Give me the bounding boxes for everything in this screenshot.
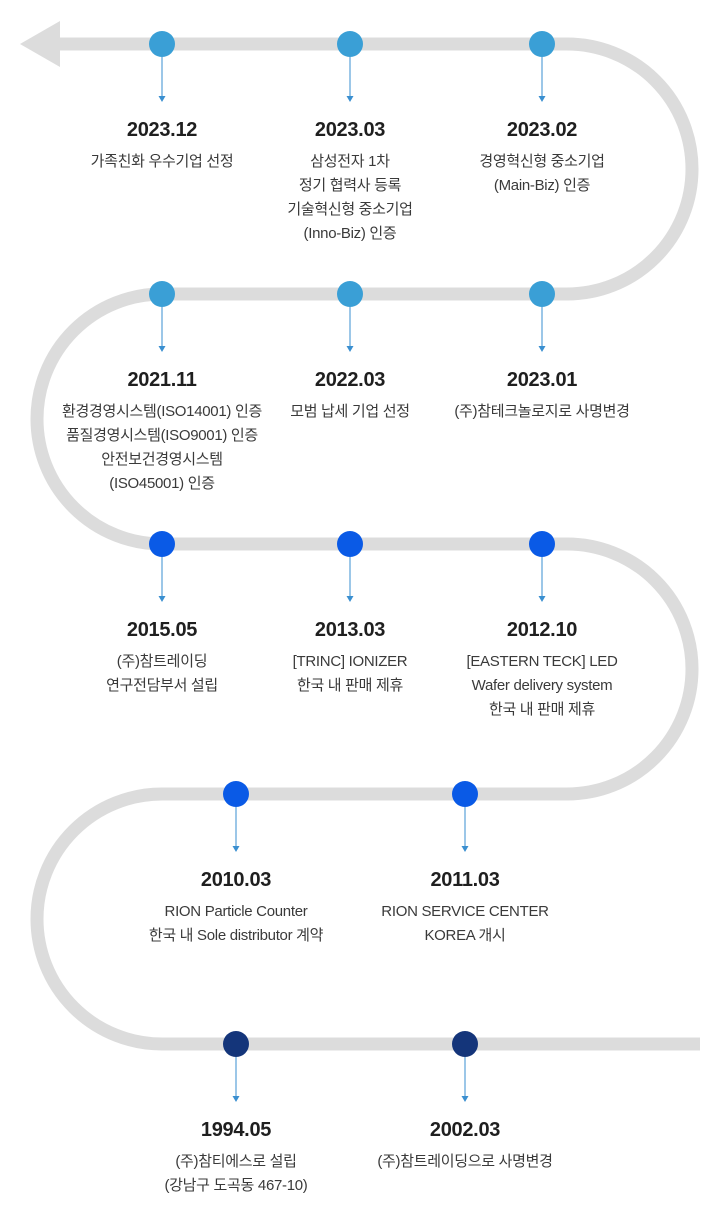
timeline-dot <box>337 531 363 557</box>
event-date: 2023.12 <box>126 119 198 141</box>
arrow-down-icon <box>461 1096 469 1102</box>
event-line: RION Particle Counter <box>164 903 308 920</box>
event-date: 1994.05 <box>200 1119 272 1141</box>
arrow-down-icon <box>346 346 354 352</box>
event-date: 2013.03 <box>314 619 386 641</box>
event-line: (주)참트레이딩으로 사명변경 <box>377 1153 553 1170</box>
event-description: 가족친화 우수기업 선정 <box>42 150 282 174</box>
timeline-event: 1994.05 (주)참티에스로 설립 (강남구 도곡동 467-10) <box>116 1118 356 1198</box>
event-line: [EASTERN TECK] LED <box>466 653 618 670</box>
event-line: 한국 내 판매 제휴 <box>296 677 404 694</box>
timeline-dot <box>223 1031 249 1057</box>
timeline-dot <box>452 781 478 807</box>
arrow-down-icon <box>232 846 240 852</box>
arrow-down-icon <box>538 596 546 602</box>
event-description: (주)참티에스로 설립 (강남구 도곡동 467-10) <box>116 1150 356 1198</box>
event-date: 2023.03 <box>314 119 386 141</box>
event-description: [EASTERN TECK] LED Wafer delivery system 한… <box>422 650 662 722</box>
event-description: 모범 납세 기업 선정 <box>230 400 470 424</box>
track-path <box>30 37 700 1051</box>
event-line: RION SERVICE CENTER <box>381 903 549 920</box>
arrow-down-icon <box>538 346 546 352</box>
event-date: 2015.05 <box>126 619 198 641</box>
event-description: [TRINC] IONIZER 한국 내 판매 제휴 <box>230 650 470 698</box>
timeline-event: 2012.10 [EASTERN TECK] LED Wafer delivery … <box>422 618 662 722</box>
timeline-dot <box>149 531 175 557</box>
event-line: 품질경영시스템(ISO9001) 인증 <box>66 427 258 444</box>
arrow-down-icon <box>538 96 546 102</box>
timeline-event: 2022.03 모범 납세 기업 선정 <box>230 368 470 424</box>
event-date: 2022.03 <box>314 369 386 391</box>
event-line: 한국 내 Sole distributor 계약 <box>148 927 324 944</box>
arrow-left-icon <box>20 21 60 67</box>
timeline-dot <box>149 31 175 57</box>
arrow-down-icon <box>232 1096 240 1102</box>
timeline-dot <box>529 281 555 307</box>
event-description: (주)참트레이딩으로 사명변경 <box>345 1150 585 1174</box>
event-date: 2023.02 <box>506 119 578 141</box>
event-date: 2011.03 <box>430 869 500 891</box>
event-line: (ISO45001) 인증 <box>109 475 215 492</box>
timeline-dot <box>529 531 555 557</box>
event-line: (Main-Biz) 인증 <box>493 177 591 194</box>
timeline-dot <box>452 1031 478 1057</box>
event-line: 연구전담부서 설립 <box>106 677 218 694</box>
event-date: 2002.03 <box>429 1119 501 1141</box>
event-line: (강남구 도곡동 467-10) <box>164 1177 308 1194</box>
arrow-down-icon <box>158 596 166 602</box>
event-line: 정기 협력사 등록 <box>298 177 402 194</box>
event-description: (주)참테크놀로지로 사명변경 <box>422 400 662 424</box>
timeline-dot <box>223 781 249 807</box>
event-description: RION Particle Counter 한국 내 Sole distribut… <box>116 900 356 948</box>
timeline-event: 2002.03 (주)참트레이딩으로 사명변경 <box>345 1118 585 1174</box>
timeline-markers <box>149 31 555 1102</box>
timeline-dot <box>337 31 363 57</box>
event-line: KOREA 개시 <box>424 927 506 944</box>
arrow-down-icon <box>158 96 166 102</box>
event-description: RION SERVICE CENTER KOREA 개시 <box>345 900 585 948</box>
arrow-down-icon <box>346 596 354 602</box>
event-description: 경영혁신형 중소기업 (Main-Biz) 인증 <box>422 150 662 198</box>
event-line: [TRINC] IONIZER <box>292 653 408 670</box>
event-date: 2010.03 <box>200 869 272 891</box>
event-date: 2012.10 <box>506 619 578 641</box>
timeline-event: 2023.01 (주)참테크놀로지로 사명변경 <box>422 368 662 424</box>
event-line: (주)참티에스로 설립 <box>175 1153 297 1170</box>
timeline-event: 2023.02 경영혁신형 중소기업 (Main-Biz) 인증 <box>422 118 662 198</box>
timeline-event: 2023.12 가족친화 우수기업 선정 <box>42 118 282 174</box>
event-line: (주)참트레이딩 <box>116 653 208 670</box>
event-line: 환경경영시스템(ISO14001) 인증 <box>62 403 262 420</box>
timeline-event: 2013.03 [TRINC] IONIZER 한국 내 판매 제휴 <box>230 618 470 698</box>
event-line: 삼성전자 1차 <box>310 153 390 170</box>
timeline-dot <box>149 281 175 307</box>
arrow-down-icon <box>346 96 354 102</box>
event-line: 기술혁신형 중소기업 <box>287 201 413 218</box>
arrow-down-icon <box>461 846 469 852</box>
arrow-down-icon <box>158 346 166 352</box>
timeline-dot <box>337 281 363 307</box>
event-date: 2021.11 <box>127 369 197 391</box>
event-line: Wafer delivery system <box>471 677 613 694</box>
event-line: 한국 내 판매 제휴 <box>488 701 596 718</box>
event-line: 가족친화 우수기업 선정 <box>90 153 234 170</box>
timeline-dot <box>529 31 555 57</box>
event-line: (Inno-Biz) 인증 <box>303 225 397 242</box>
event-line: 경영혁신형 중소기업 <box>479 153 605 170</box>
event-line: (주)참테크놀로지로 사명변경 <box>454 403 630 420</box>
event-line: 모범 납세 기업 선정 <box>290 403 410 420</box>
event-date: 2023.01 <box>506 369 578 391</box>
event-line: 안전보건경영시스템 <box>101 451 223 468</box>
